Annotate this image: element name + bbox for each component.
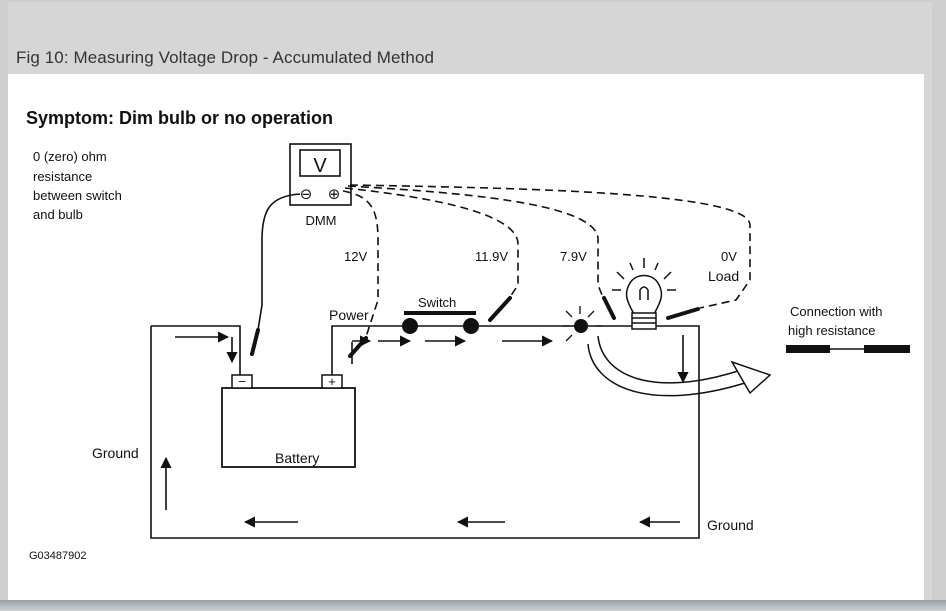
connection-label-line1: Connection with (790, 304, 883, 319)
resistance-note: 0 (zero) ohm resistance between switch a… (33, 149, 122, 222)
svg-text:resistance: resistance (33, 169, 92, 184)
connection-label-line2: high resistance (788, 323, 875, 338)
switch: Switch (402, 295, 479, 334)
circuit-wires (150, 325, 700, 539)
figure-code: G03487902 (29, 550, 87, 562)
svg-text:between switch: between switch (33, 188, 122, 203)
battery: − + Battery (221, 374, 356, 468)
power-label: Power (329, 307, 369, 323)
svg-text:and bulb: and bulb (33, 207, 83, 222)
switch-label: Switch (418, 295, 456, 310)
figure-caption: Fig 10: Measuring Voltage Drop - Accumul… (16, 48, 435, 67)
connection-arrow (587, 335, 772, 397)
high-resistance-spark-icon (562, 306, 602, 342)
meter-leads (257, 184, 751, 341)
reading-after-load: 0V (721, 249, 737, 264)
svg-text:0 (zero) ohm: 0 (zero) ohm (33, 149, 107, 164)
dmm-label: DMM (305, 213, 336, 228)
battery-minus-terminal: − (238, 374, 246, 389)
dmm-meter: V ⊖ ⊕ DMM (289, 143, 352, 228)
reading-switch-output: 11.9V (475, 249, 508, 264)
symptom-title: Symptom: Dim bulb or no operation (26, 108, 333, 128)
probe-tips (250, 296, 700, 358)
battery-plus-terminal: + (328, 374, 336, 389)
bulb-icon (612, 258, 676, 330)
meter-minus-jack: ⊖ (300, 186, 313, 203)
load-label: Load (708, 268, 739, 284)
meter-symbol: V (313, 155, 327, 177)
damaged-wire-icon (786, 345, 910, 353)
meter-plus-jack: ⊕ (328, 186, 341, 203)
bottom-shade (0, 600, 946, 611)
reading-power: 12V (344, 249, 367, 264)
reading-before-load: 7.9V (560, 249, 587, 264)
ground-label-bottom: Ground (707, 517, 754, 533)
battery-label: Battery (275, 450, 319, 466)
ground-label-left: Ground (92, 445, 139, 461)
